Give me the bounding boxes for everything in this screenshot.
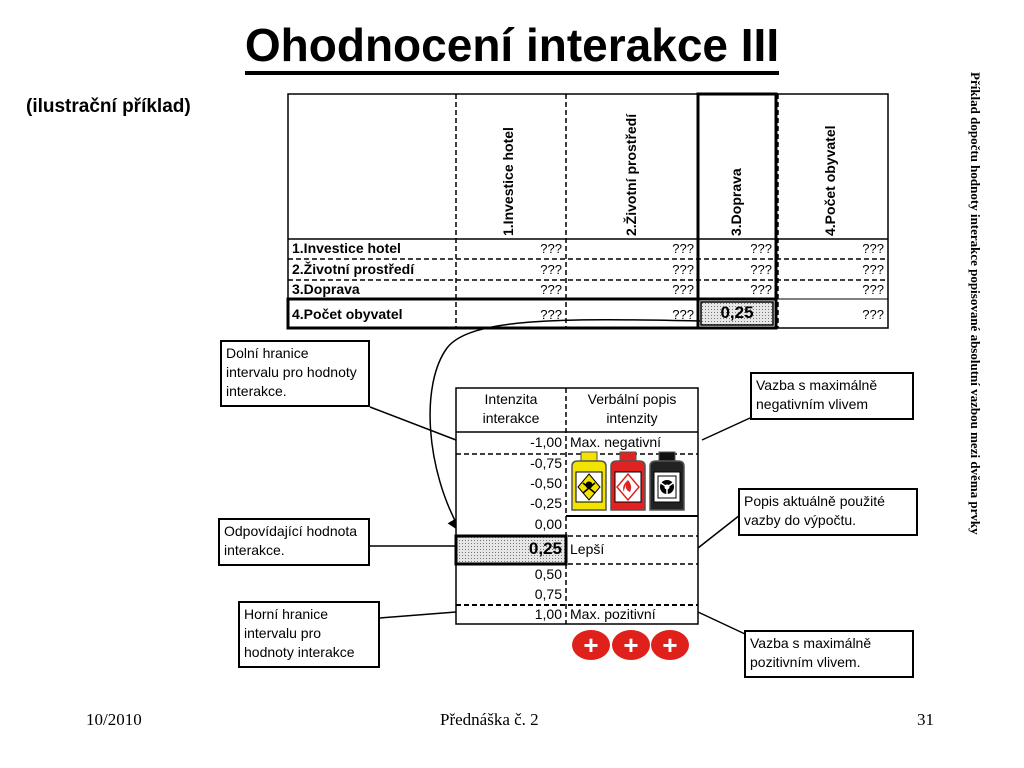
- cell-r3-c4: ???: [862, 282, 884, 297]
- cell-r1-c2: ???: [672, 241, 694, 256]
- plus-icon-1: [572, 630, 610, 660]
- cell-r4-c4: ???: [862, 307, 884, 322]
- callout-current-description: Popis aktuálně použité vazby do výpočtu.: [738, 488, 918, 536]
- scale-value: 0,50: [534, 566, 562, 582]
- cell-r1-c1: ???: [540, 241, 562, 256]
- cell-r2-c2: ???: [672, 262, 694, 277]
- plus-label-1: +: [583, 630, 599, 660]
- cell-r2-c1: ???: [540, 262, 562, 277]
- callout-lower-bound: Dolní hranice intervalu pro hodnoty inte…: [220, 340, 370, 407]
- row-label-3: 3.Doprava: [292, 281, 360, 297]
- scale-value: -1,00: [530, 434, 562, 450]
- cell-r3-c3: ???: [750, 282, 772, 297]
- cell-r4-c2: ???: [672, 307, 694, 322]
- label-better: Lepší: [570, 541, 605, 557]
- col-header-4: 4.Počet obyvatel: [822, 125, 838, 237]
- col-header-1: 1.Investice hotel: [500, 127, 516, 236]
- scale-value: -0,25: [530, 495, 562, 511]
- callout-upper-bound: Horní hranice intervalu pro hodnoty inte…: [238, 601, 380, 668]
- callout-corresponding-value: Odpovídající hodnota interakce.: [218, 518, 370, 566]
- current-value-cell: [454, 534, 568, 566]
- cell-r3-c2: ???: [672, 282, 694, 297]
- callout-max-negative: Vazba s maximálně negativním vlivem: [750, 372, 914, 420]
- highlight-cell: [700, 301, 774, 326]
- cell-r1-c3: ???: [750, 241, 772, 256]
- plus-label-2: +: [623, 630, 639, 660]
- plus-icon-3: [651, 630, 689, 660]
- flammable-bottle-icon: [610, 451, 646, 511]
- row-label-2: 2.Životní prostředí: [292, 261, 415, 277]
- slide-title: Ohodnocení interakce III: [0, 14, 1024, 76]
- connector-arrow: [429, 318, 701, 533]
- scale-value: 0,75: [534, 586, 562, 602]
- label-max-negative: Max. negativní: [570, 434, 662, 450]
- label-max-positive: Max. pozitivní: [570, 606, 656, 622]
- col-header-2: 2.Životní prostředí: [623, 113, 639, 236]
- cell-r4-c3: 0,25: [720, 303, 754, 322]
- footer-date: 10/2010: [86, 710, 142, 729]
- row-label-4: 4.Počet obyvatel: [292, 306, 403, 322]
- footer-page-number: 31: [917, 710, 934, 729]
- cell-r2-c4: ???: [862, 262, 884, 277]
- scale-header-intensity: Intenzita interakce: [482, 391, 540, 426]
- scale-value: -0,75: [530, 455, 562, 471]
- scale-value: -0,50: [530, 475, 562, 491]
- interaction-matrix: [286, 92, 889, 330]
- scale-header-verbal: Verbální popis intenzity: [587, 391, 677, 426]
- scale-value: 1,00: [534, 606, 562, 622]
- slide-subtitle: (ilustrační příklad): [26, 96, 191, 117]
- cell-r4-c1: ???: [540, 307, 562, 322]
- cell-r3-c1: ???: [540, 282, 562, 297]
- callout-max-positive: Vazba s maximálně pozitivním vlivem.: [744, 630, 914, 678]
- side-caption: Příklad dopočtu hodnoty interakce popiso…: [968, 72, 983, 535]
- radioactive-bottle-icon: [649, 451, 685, 511]
- scale-value: 0,00: [534, 516, 562, 532]
- footer-lecture: Přednáška č. 2: [440, 710, 539, 729]
- highlight-row: [286, 297, 778, 330]
- cell-r2-c3: ???: [750, 262, 772, 277]
- scale-value-current: 0,25: [528, 539, 562, 558]
- toxic-bottle-icon: [571, 451, 607, 511]
- plus-label-3: +: [662, 630, 678, 660]
- cell-r1-c4: ???: [862, 241, 884, 256]
- col-header-3: 3.Doprava: [728, 168, 744, 236]
- row-label-1: 1.Investice hotel: [292, 240, 401, 256]
- plus-icon-2: [612, 630, 650, 660]
